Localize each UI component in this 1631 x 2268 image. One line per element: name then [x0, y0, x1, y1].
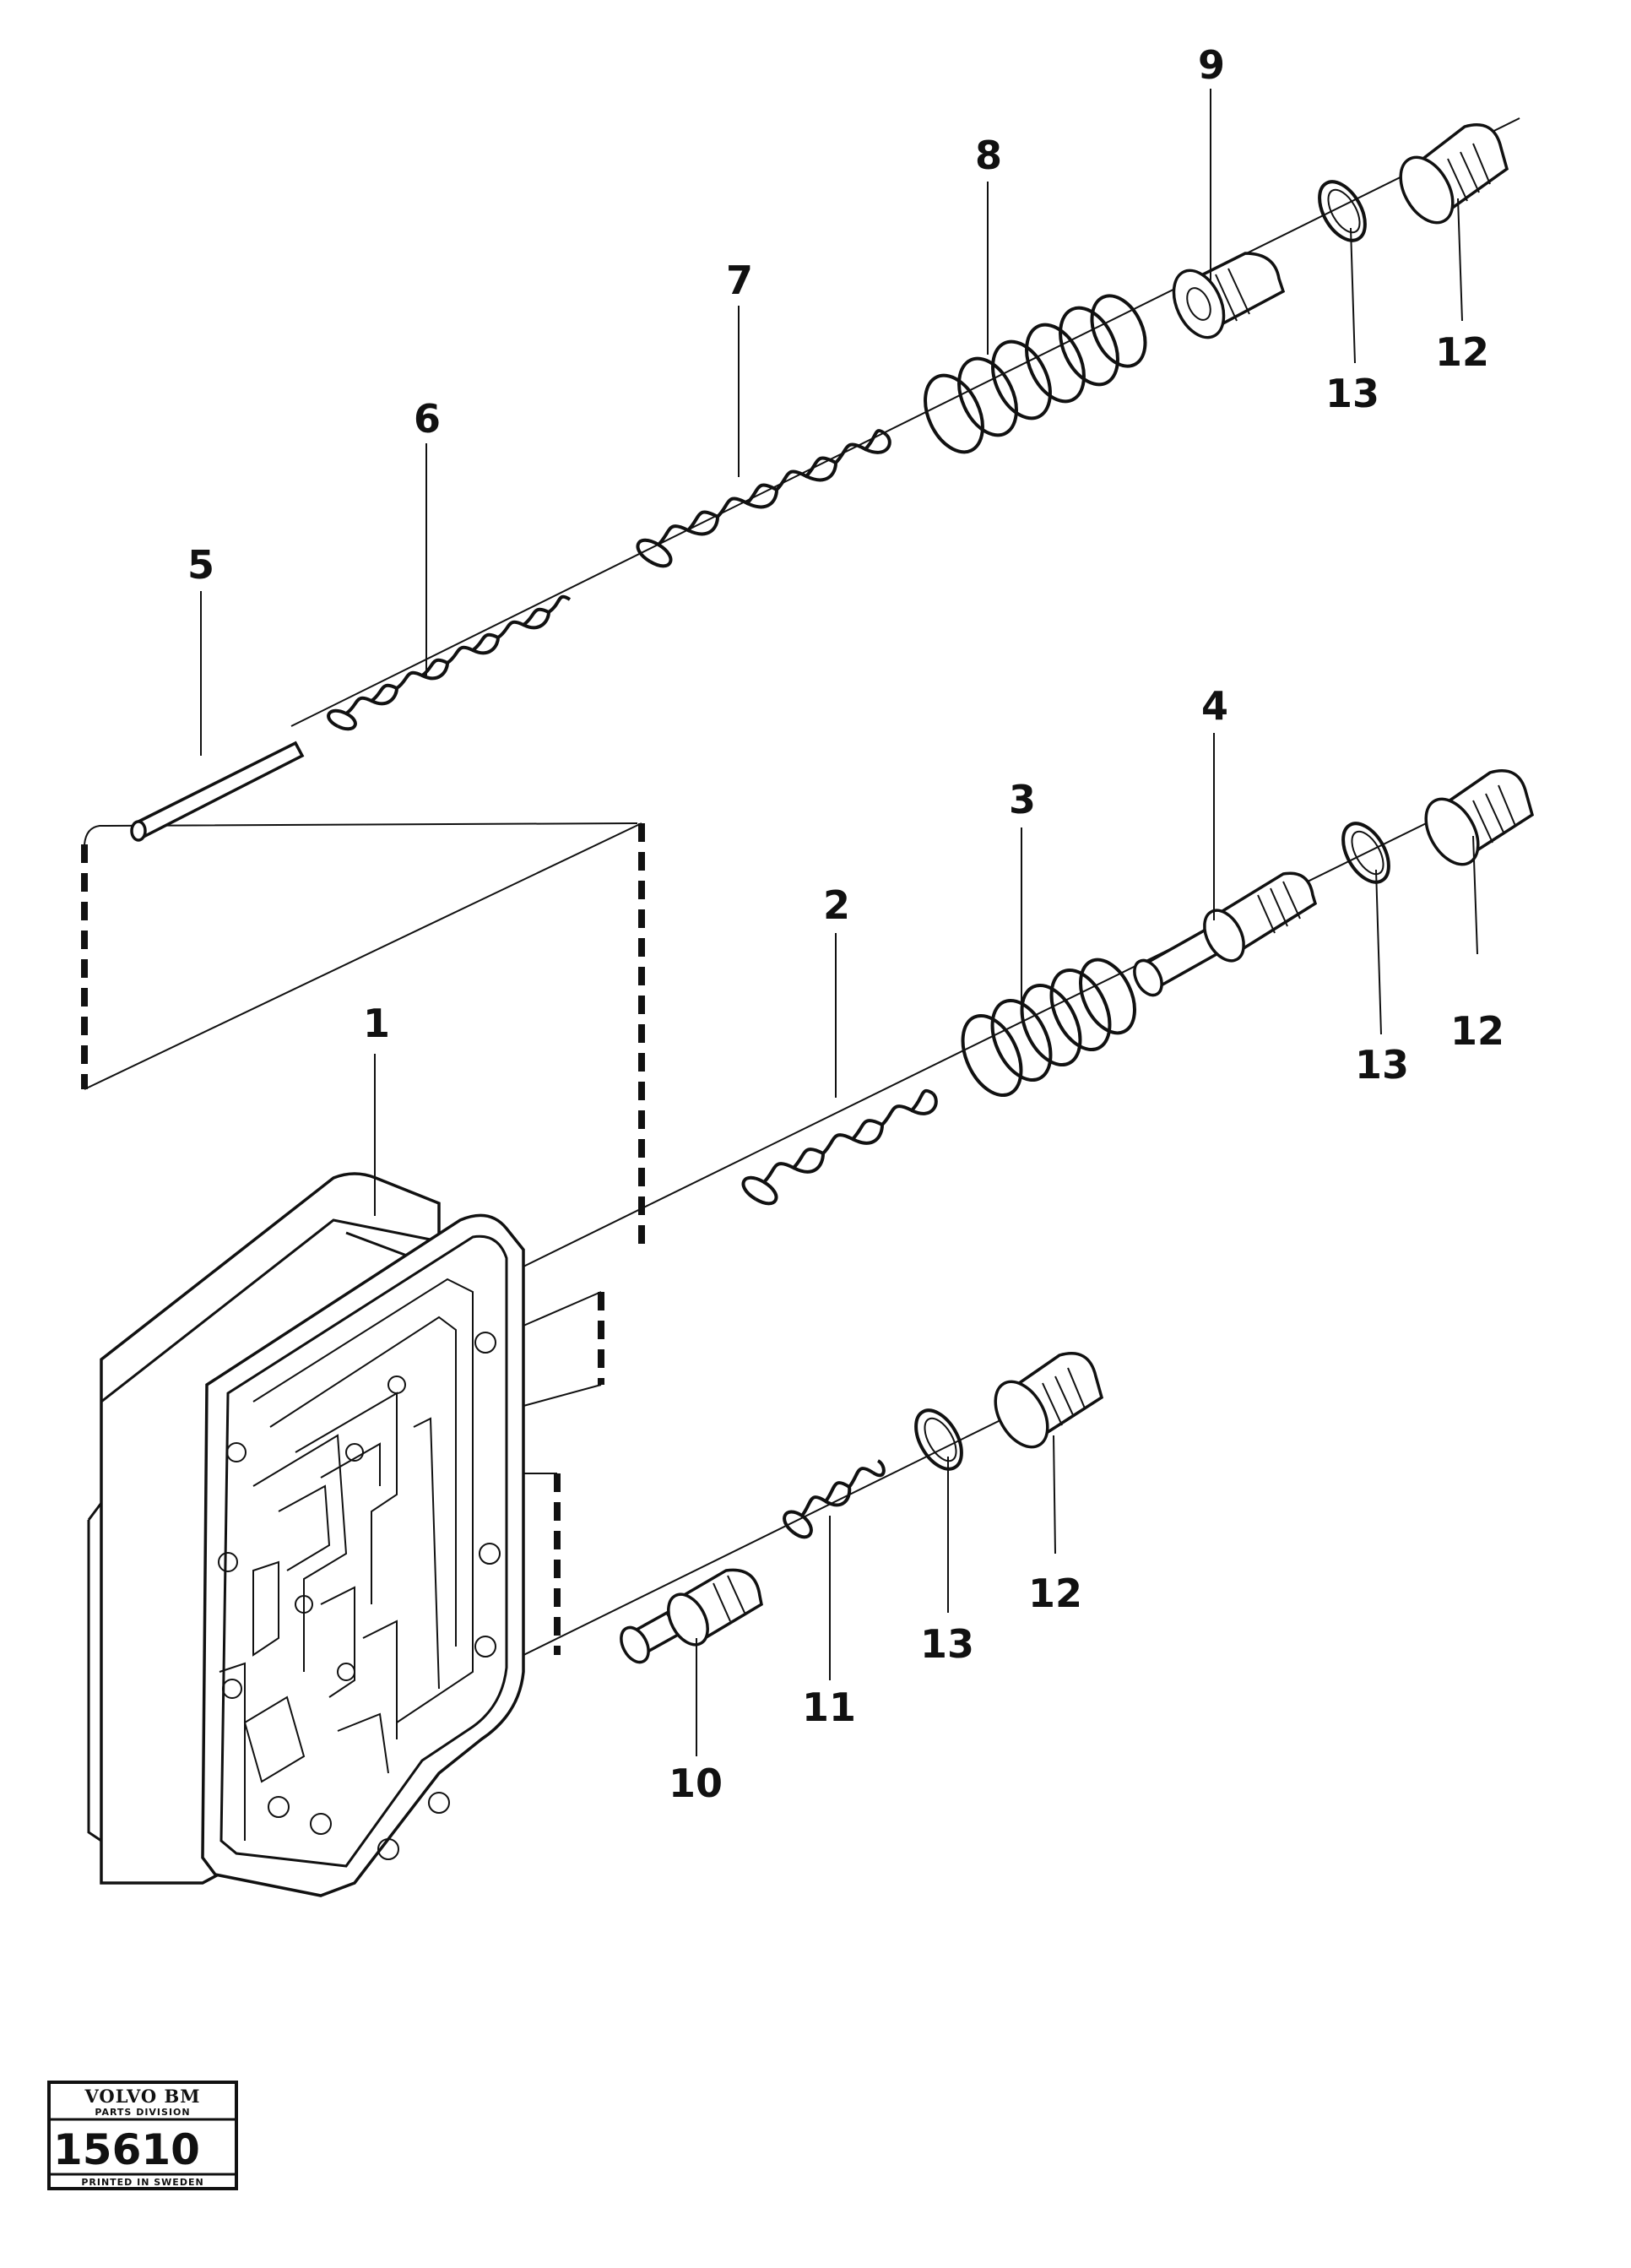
- part-5-pin: [130, 741, 305, 842]
- stamp-division: PARTS DIVISION: [95, 2107, 190, 2118]
- bolt-holes: [218, 1332, 501, 1860]
- callout-2: 2: [823, 882, 850, 928]
- callout-11: 11: [802, 1685, 856, 1730]
- part-7-spring: [636, 429, 891, 568]
- callout-13-lower: 13: [920, 1621, 974, 1667]
- callout-3: 3: [1009, 777, 1036, 822]
- callout-8: 8: [975, 133, 1002, 178]
- part-13-ring-upper: [1318, 180, 1367, 242]
- stamp-footer: PRINTED IN SWEDEN: [81, 2177, 203, 2188]
- callout-9: 9: [1198, 42, 1225, 88]
- part-12-plug-middle: [1424, 769, 1535, 866]
- part-6-spring: [327, 594, 572, 731]
- assembly-guide-dashes: [81, 822, 645, 1655]
- part-12-plug-upper: [1399, 123, 1509, 225]
- part-9-sleeve: [1172, 252, 1286, 339]
- callout-1: 1: [363, 1001, 390, 1046]
- stamp-brand: VOLVO BM: [84, 2086, 200, 2107]
- callout-12-upper: 12: [1435, 329, 1489, 375]
- stamp-number: 15610: [53, 2125, 200, 2174]
- part-13-ring-middle: [1341, 822, 1390, 884]
- callout-5: 5: [187, 542, 214, 588]
- callout-6: 6: [414, 396, 441, 442]
- callout-13-upper: 13: [1325, 371, 1379, 416]
- part-12-plug-lower: [994, 1352, 1104, 1449]
- callout-12-lower: 12: [1028, 1571, 1082, 1616]
- part-2-spring: [741, 1088, 938, 1206]
- leader-lines: [200, 89, 1478, 1756]
- volvo-bm-stamp: VOLVO BM PARTS DIVISION 15610 PRINTED IN…: [47, 2081, 238, 2190]
- callout-10: 10: [669, 1761, 723, 1806]
- callout-13-middle: 13: [1355, 1042, 1409, 1088]
- part-13-ring-lower: [914, 1408, 963, 1471]
- callout-labels: 1 2 3 4 5 6 7 8 9 10 11 12 12 12 13 13 1…: [187, 42, 1504, 1806]
- callout-7: 7: [726, 258, 753, 303]
- valve-body-housing: [87, 1172, 525, 1897]
- part-3-spring: [961, 958, 1136, 1098]
- part-10-spool: [620, 1568, 763, 1664]
- callout-4: 4: [1201, 683, 1228, 729]
- part-8-spring: [924, 294, 1147, 454]
- part-4-spool: [1133, 871, 1318, 997]
- callout-12-middle: 12: [1450, 1008, 1504, 1054]
- part-11-spring: [783, 1459, 886, 1539]
